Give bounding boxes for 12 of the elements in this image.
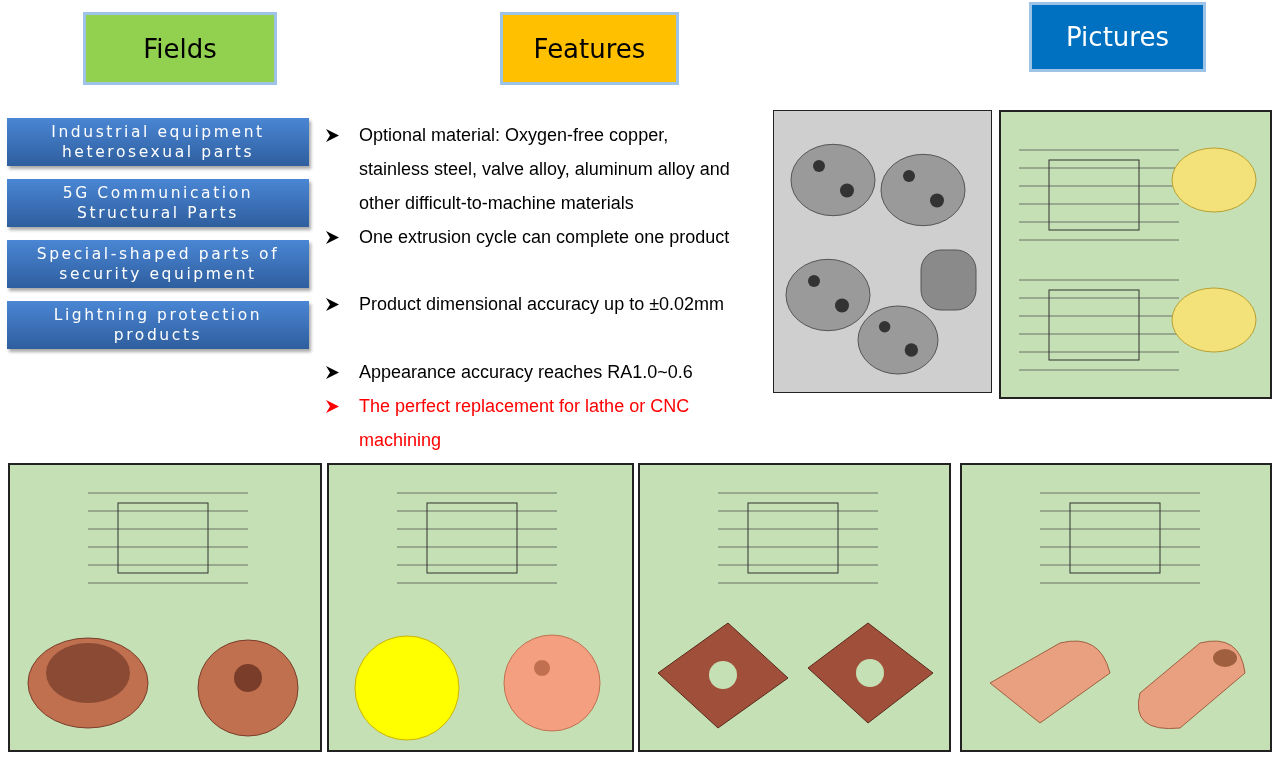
bullet-text: Optional material: Oxygen-free copper, stainless steel, valve alloy, aluminum alloy and other difficult-to-machine materials	[359, 124, 731, 215]
field-box: Special-shaped parts of security equipment	[7, 240, 309, 288]
header-box: Fields	[83, 12, 277, 85]
field-box: Lightning protection products	[7, 301, 309, 349]
bullet-text: One extrusion cycle can complete one product	[359, 226, 731, 249]
field-box: Industrial equipment heterosexual parts	[7, 118, 309, 166]
bullet-text: Appearance accuracy reaches RA1.0~0.6	[359, 361, 694, 384]
header-box: Features	[500, 12, 679, 85]
bullet-text: Product dimensional accuracy up to ±0.02mm	[359, 293, 726, 316]
header-box: Pictures	[1029, 2, 1206, 72]
bullet-text: The perfect replacement for lathe or CNC machining	[359, 395, 691, 452]
field-box: 5G Communication Structural Parts	[7, 179, 309, 227]
